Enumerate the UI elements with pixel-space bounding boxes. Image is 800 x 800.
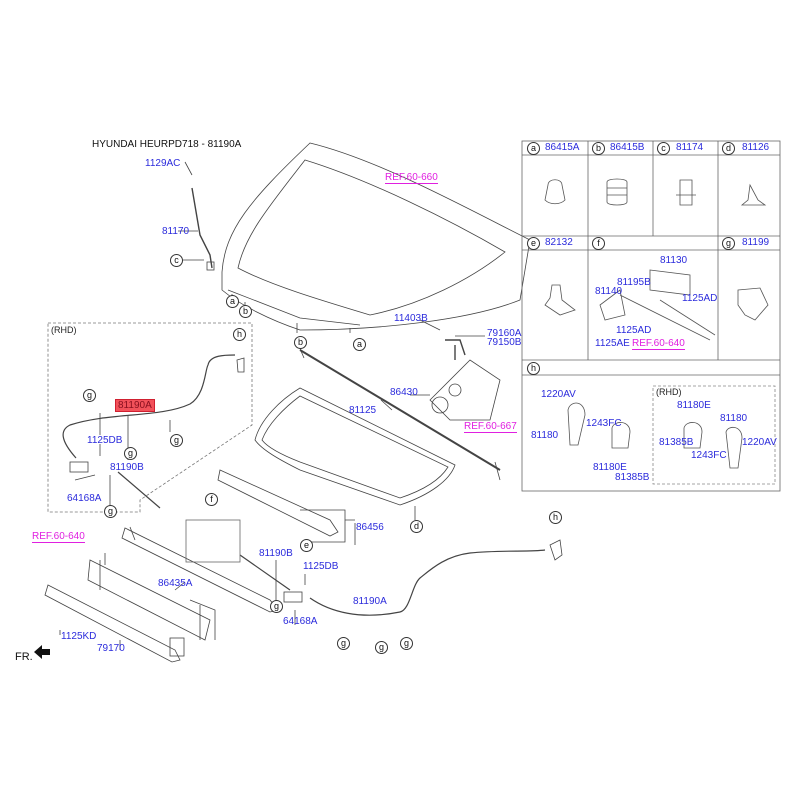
legend-letter-b: b [592,142,605,155]
bumper-a-glyph [544,179,566,205]
hood-panel [221,142,531,331]
part-label-1125DB-rhd[interactable]: 1125DB [87,435,123,446]
release-cable [309,549,546,616]
reference-link-60-660[interactable]: REF.60-660 [385,172,438,184]
legend-f-1125AD-b[interactable]: 1125AD [616,325,652,336]
callout-e[interactable]: e [300,539,313,552]
legend-h-rhd-81385B[interactable]: 81385B [659,437,694,448]
part-label-1125DB[interactable]: 1125DB [303,561,339,572]
legend-letter-h: h [527,362,540,375]
part-label-86456[interactable]: 86456 [356,522,384,533]
bumper-b-glyph [606,178,628,206]
callout-g-7[interactable]: g [375,641,388,654]
callout-g-8[interactable]: g [400,637,413,650]
callout-d[interactable]: d [410,520,423,533]
part-label-79170[interactable]: 79170 [97,643,125,654]
legend-h-rhd-1220AV[interactable]: 1220AV [742,437,777,448]
legend-letter-d: d [722,142,735,155]
clip-d-glyph [740,183,767,206]
callout-b[interactable]: b [239,305,252,318]
callout-h[interactable]: h [549,511,562,524]
part-label-86430[interactable]: 86430 [390,387,418,398]
callout-g-5[interactable]: g [270,600,283,613]
legend-part-81199[interactable]: 81199 [742,237,770,248]
legend-f-81140[interactable]: 81140 [595,286,623,297]
legend-h-81385B[interactable]: 81385B [615,472,650,483]
diagram-title: HYUNDAI HEURPD718 - 81190A [92,139,242,150]
legend-part-86415B[interactable]: 86415B [610,142,645,153]
legend-part-81126[interactable]: 81126 [742,142,770,153]
callout-g-4[interactable]: g [104,505,117,518]
clip-g-glyph [737,287,769,321]
callout-b-2[interactable]: b [294,336,307,349]
part-label-1129AC[interactable]: 1129AC [145,158,181,169]
legend-part-81174[interactable]: 81174 [676,142,704,153]
legend-h-81180E[interactable]: 81180E [593,462,627,473]
hood-latch [429,359,501,421]
insulator-pad [254,387,456,506]
release-lever [549,539,563,561]
lock-f-glyph [599,269,716,341]
carrier-79170 [87,559,211,641]
callout-a-2[interactable]: a [353,338,366,351]
front-arrow-icon [34,645,50,659]
part-label-1125KD[interactable]: 1125KD [61,631,97,642]
callout-h-rhd[interactable]: h [233,328,246,341]
legend-letter-c: c [657,142,670,155]
part-label-81190B[interactable]: 81190B [259,548,293,559]
legend-letter-a: a [527,142,540,155]
legend-f-1125AD-a[interactable]: 1125AD [682,293,718,304]
legend-h-rhd-label: (RHD) [656,387,682,397]
lever-h-glyph [567,402,586,446]
part-label-81190A[interactable]: 81190A [353,596,387,607]
legend-letter-e: e [527,237,540,250]
part-label-64168A-rhd[interactable]: 64168A [67,493,102,504]
legend-h-rhd-1243FC[interactable]: 1243FC [691,450,727,461]
reference-link-60-640[interactable]: REF.60-640 [32,531,85,543]
part-label-79150B[interactable]: 79150B [487,337,522,348]
reference-link-60-667[interactable]: REF.60-667 [464,421,517,433]
clip-e-glyph [544,284,576,316]
part-label-81190B-rhd[interactable]: 81190B [110,462,144,473]
legend-h-rhd-81180E[interactable]: 81180E [677,400,711,411]
callout-a[interactable]: a [226,295,239,308]
callout-f[interactable]: f [205,493,218,506]
callout-c[interactable]: c [170,254,183,267]
legend-h-rhd-81180[interactable]: 81180 [720,413,748,424]
part-label-86435A[interactable]: 86435A [158,578,193,589]
seal-86456 [217,469,339,537]
legend-h-1243FC[interactable]: 1243FC [586,418,622,429]
legend-h-1220AV[interactable]: 1220AV [541,389,576,400]
legend-letter-f: f [592,237,605,250]
legend-f-reference-60-640[interactable]: REF.60-640 [632,338,685,350]
legend-f-1125AE[interactable]: 1125AE [595,338,630,349]
callout-g-3[interactable]: g [170,434,183,447]
legend-part-82132[interactable]: 82132 [545,237,573,248]
callout-g-1[interactable]: g [83,389,96,402]
legend-part-86415A[interactable]: 86415A [545,142,580,153]
rhd-region-label: (RHD) [51,325,77,335]
part-label-11403B[interactable]: 11403B [394,313,428,324]
callout-g-6[interactable]: g [337,637,350,650]
clip-c-glyph [676,179,696,206]
callout-g-2[interactable]: g [124,447,137,460]
support-bar [44,584,181,663]
highlighted-part-81190A[interactable]: 81190A [115,399,155,412]
legend-f-81195B[interactable]: 81195B [617,277,651,288]
bracket-86435A [121,527,279,613]
legend-f-81130[interactable]: 81130 [660,255,688,266]
hood-stay-rod [191,187,213,269]
part-label-64168A[interactable]: 64168A [283,616,318,627]
weatherstrip-86430 [299,349,501,471]
legend-letter-g: g [722,237,735,250]
front-direction-label: FR. [15,651,33,663]
part-label-79160A[interactable]: 79160A [487,328,522,339]
part-label-81125[interactable]: 81125 [349,405,377,416]
legend-h-81180[interactable]: 81180 [531,430,559,441]
part-label-81170[interactable]: 81170 [162,226,190,237]
rhd-release-cable [62,354,236,459]
